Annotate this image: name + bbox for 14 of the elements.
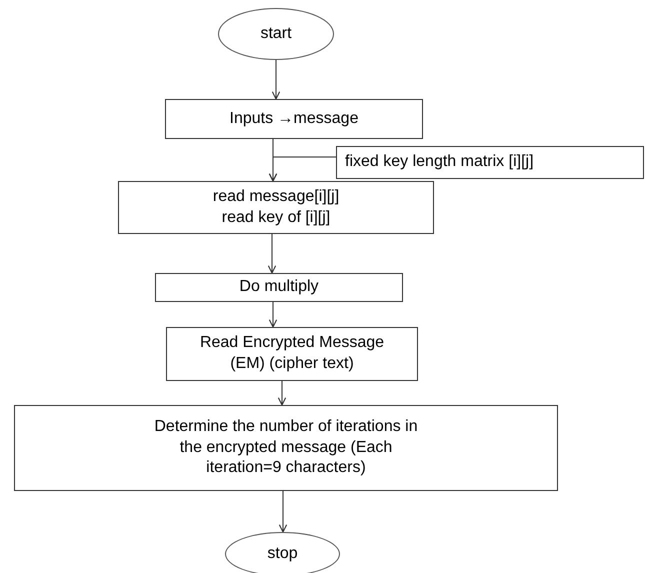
process-box: Inputs →message	[165, 99, 423, 139]
arrow	[278, 490, 288, 533]
process-box: Determine the number of iterations in the encrypted message (Each iteration=9 characters)	[14, 405, 558, 491]
process-box: read message[i][j] read key of [i][j]	[118, 181, 434, 234]
arrow	[268, 156, 336, 182]
input-box: fixed key length matrix [i][j]	[336, 146, 644, 179]
arrow	[278, 380, 286, 406]
stop-terminal: stop	[225, 532, 340, 573]
arrow	[268, 302, 278, 328]
arrow	[268, 234, 276, 274]
process-box: Read Encrypted Message (EM) (cipher text)	[166, 327, 418, 381]
process-box: Do multiply	[155, 273, 403, 302]
arrow	[272, 60, 280, 100]
start-terminal: start	[218, 8, 334, 60]
